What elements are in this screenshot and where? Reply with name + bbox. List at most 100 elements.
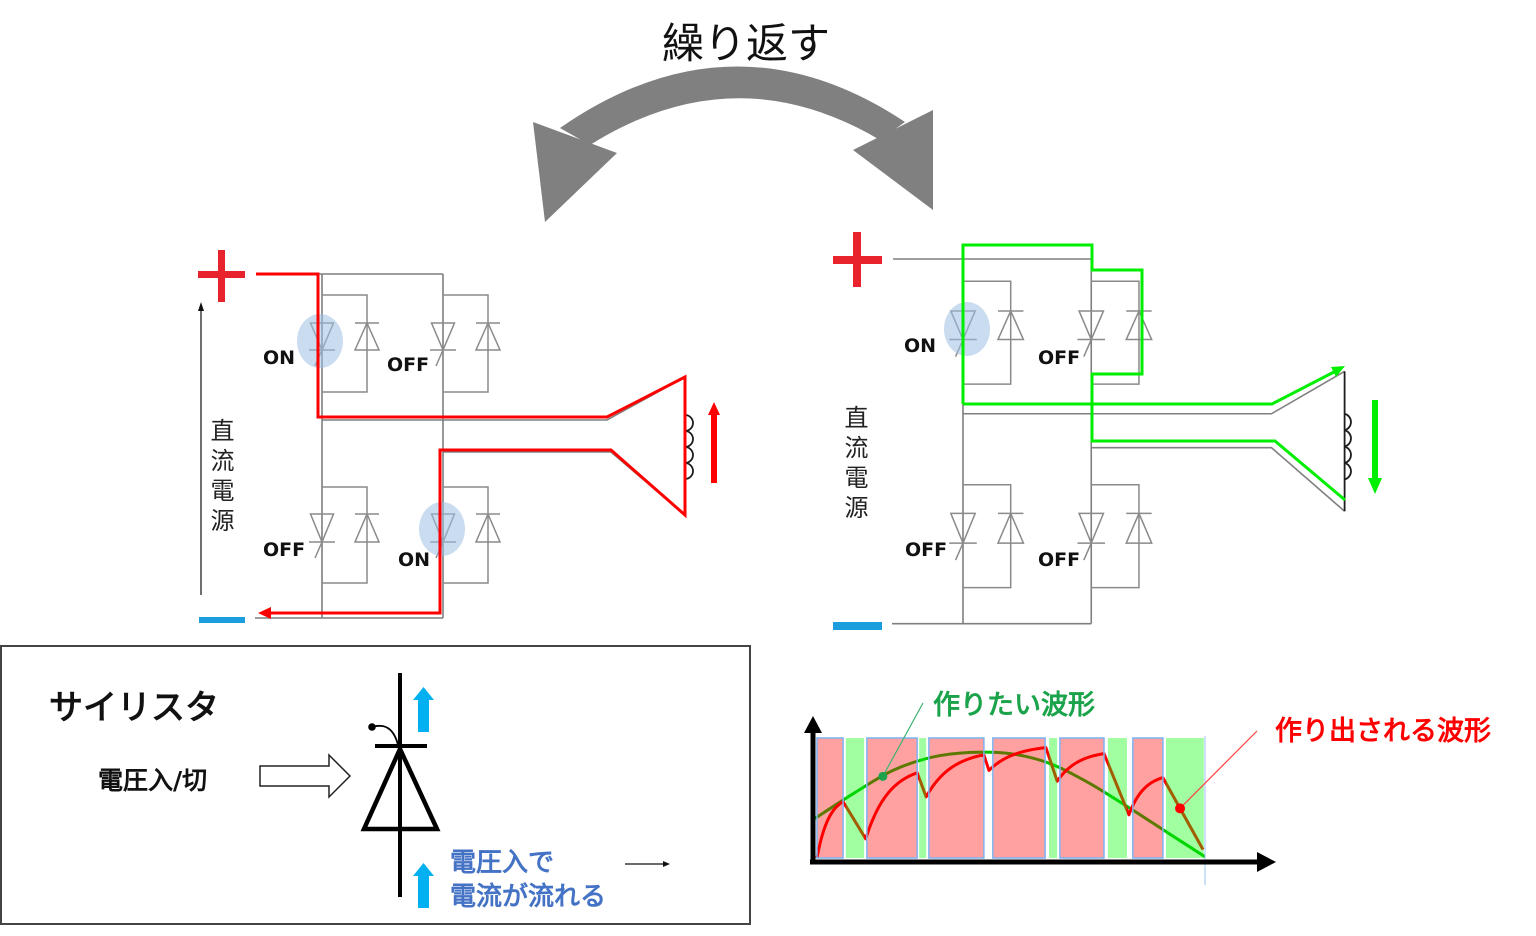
chart-band-off [1049,738,1058,858]
switch-state-lower-left: OFF [263,539,305,561]
diode-icon [355,323,379,350]
marker-generated-waveform [1175,803,1186,814]
chart-band-off [1166,738,1204,858]
output-wire-upper [963,371,1345,413]
diode-icon [355,514,379,542]
chart-x-axis-arrow-head [1257,852,1276,872]
diode-icon [1126,513,1151,543]
current-path-arrow-head [258,607,271,619]
switch-module-lower-left [309,487,379,583]
chart-y-axis-arrow-head [804,716,822,733]
inductor-coil-icon [1345,414,1351,480]
dc-source-label-right: 直流電源 [840,405,868,525]
chart-band-on [1132,737,1164,859]
switch-state-lower-right: ON [398,549,430,571]
minus-terminal-icon [833,622,882,630]
switch-module-lower-right [1077,485,1151,588]
chart-annotation-group [878,702,1258,814]
module-box [963,281,1011,384]
minus-terminal-icon [199,617,245,623]
source-voltage-arrow-head [198,302,204,311]
left-circuit-wiring [198,250,693,623]
load-current-up-arrow-icon [708,402,720,483]
thyristor-icon [949,513,977,560]
chart-band-on [928,737,985,859]
diode-icon [998,311,1023,340]
legend-note-line1: 電圧入で [450,848,554,878]
on-highlight-lower-right [419,502,465,556]
leader-line-desired-waveform [882,702,924,777]
thyristor-icon [430,323,456,366]
left-circuit: ON OFF OFF ON [198,250,720,623]
thyristor-icon [1077,311,1105,357]
repeat-arrow-head-left [533,122,617,222]
chart-band-on [1059,737,1105,859]
output-wire-lower [1091,448,1344,512]
chart-band-off [845,738,865,858]
output-wire-upper [322,377,685,420]
switch-module-lower-left [949,485,1023,588]
plus-terminal-icon-vertical [218,250,225,302]
module-box [443,295,488,392]
h-bridge [892,259,1351,624]
module-box [443,487,488,583]
chart-label-generated-waveform: 作り出される波形 [1275,716,1491,747]
repeat-arrow-arc [560,66,905,145]
repeat-arrow-head-right [853,110,933,210]
diode-icon [476,514,500,542]
load-current-down-arrow-icon [1368,400,1382,494]
diode-icon [998,513,1023,543]
series-line-generated-waveform [815,746,1205,859]
dc-source-label-left: 直流電源 [206,418,234,538]
gate-input-arrow-icon [259,753,352,799]
repeat-double-arrow-icon [533,66,933,222]
switch-state-upper-right: OFF [1038,347,1080,369]
switch-state-upper-right: OFF [387,354,429,376]
thyristor-symbol-icon [360,673,441,897]
legend-title: サイリスタ [49,688,219,728]
thyristor-icon [309,514,335,558]
marker-desired-waveform [878,771,888,781]
thyristor-icon [1077,513,1105,560]
current-path-freewheel-output [963,370,1335,406]
legend-frame [0,645,751,925]
switch-state-lower-left: OFF [905,539,947,561]
switch-module-upper-right [430,295,500,392]
chart-band-off [1107,738,1127,858]
chart-label-desired-waveform: 作りたい波形 [933,690,1095,721]
switch-state-lower-right: OFF [1038,549,1080,571]
current-path-freewheel-loop [961,243,1346,502]
thyristor-legend: サイリスタ 電圧入/切 電圧入で 電流が流れる [0,645,751,925]
waveform-chart: 作りたい波形 作り出される波形 [804,690,1491,885]
chart-band-off [919,738,927,858]
chart-band-group [816,737,1204,859]
module-box [1091,281,1139,384]
on-highlight-upper-left [944,302,990,356]
current-path-arrow-head [1331,366,1345,377]
diode-icon [1126,311,1151,340]
module-box [963,485,1011,588]
right-circuit: ON OFF OFF OFF [833,232,1382,630]
plus-terminal-icon-vertical [853,232,861,287]
chart-band-on [992,737,1046,859]
gate-input-label: 電圧入/切 [98,766,207,795]
on-highlight-upper-left [297,314,343,368]
module-box [322,295,367,392]
legend-note-line2: 電流が流れる [450,881,606,912]
thyristor-gate-terminal [368,723,376,731]
repeat-title: 繰り返す [662,19,830,68]
current-up-arrow-icon [413,863,434,908]
current-path-forward [256,272,687,615]
current-up-arrow-icon [413,687,434,732]
switch-module-upper-right [1077,281,1151,384]
chart-band-on [866,737,918,859]
switch-state-upper-left: ON [904,335,936,357]
switch-state-upper-left: ON [263,347,295,369]
thyristor-triangle [360,743,441,832]
module-box [1091,485,1139,588]
chart-band-on [816,737,844,859]
diode-icon [476,323,500,350]
module-box [322,487,367,583]
